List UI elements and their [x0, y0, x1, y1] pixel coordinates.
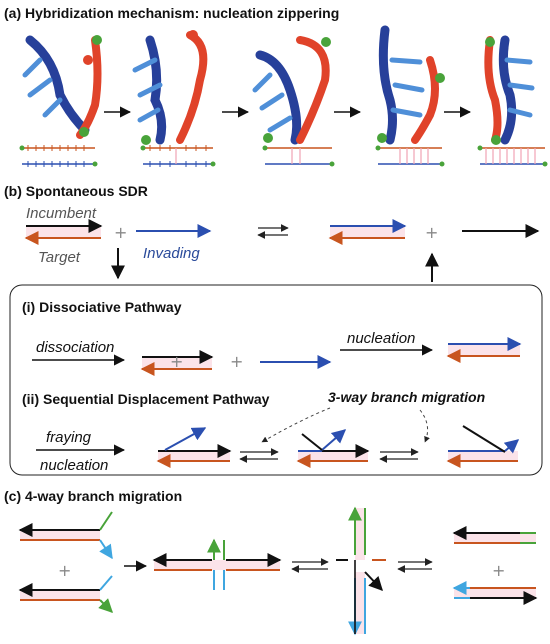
panel-b-title: (b) Spontaneous SDR: [4, 183, 148, 199]
dissociation-label: dissociation: [36, 339, 114, 356]
plus-dissoc: +: [230, 352, 243, 371]
plus-b2: +: [425, 223, 438, 242]
plus-c2: +: [492, 561, 505, 580]
molecule-stage-2: [132, 30, 208, 145]
pathway-ii-title: (ii) Sequential Displacement Pathway: [22, 391, 270, 407]
seq-stage-1: [156, 427, 232, 468]
nucleated-duplex: [446, 337, 522, 363]
branch3-pointer-left: [261, 407, 331, 443]
incumbent-target-duplex: [24, 219, 103, 245]
c-reactant-2: [18, 575, 113, 613]
c-holliday-junction: [336, 506, 386, 636]
dissociated-strands: [140, 350, 214, 376]
product-duplex: [328, 219, 407, 245]
target-label: Target: [38, 249, 81, 266]
nucleation2-label: nucleation: [40, 457, 108, 474]
panel-c-title: (c) 4-way branch migration: [4, 488, 182, 504]
ladder-stage-4: [375, 145, 445, 167]
ladder-stage-2: [140, 145, 216, 167]
molecule-stage-3: [252, 36, 331, 145]
c-reactant-1: [18, 511, 113, 560]
molecule-stage-4: [377, 25, 445, 145]
equilibrium-ii-2: [379, 448, 419, 463]
branch3-pointer-right: [419, 409, 430, 443]
ladder-stage-3: [262, 145, 335, 167]
plus-c1: +: [58, 561, 71, 580]
incumbent-label: Incumbent: [26, 205, 97, 222]
c-product-1: [452, 526, 536, 544]
plus-b1: +: [114, 223, 127, 242]
seq-stage-2: [296, 429, 370, 468]
seq-stage-3: [446, 425, 520, 468]
panel-a-title: (a) Hybridization mechanism: nucleation …: [4, 5, 339, 21]
branch3-label: 3-way branch migration: [328, 389, 485, 405]
pathway-box: [9, 284, 543, 476]
ladder-stage-1: [19, 145, 98, 167]
invading-label: Invading: [143, 245, 200, 262]
ladder-stage-5: [477, 145, 548, 167]
equilibrium-c1: [291, 558, 329, 573]
nucleation-label: nucleation: [347, 330, 415, 347]
molecule-stage-1: [22, 35, 102, 139]
c-nucleated-complex: [152, 538, 282, 590]
equilibrium-c2: [397, 558, 433, 573]
pathway-i-title: (i) Dissociative Pathway: [22, 299, 182, 315]
equilibrium-ii-1: [239, 448, 279, 463]
plus-dissoc-inner: +: [170, 352, 183, 371]
molecule-stage-5: [484, 35, 535, 145]
fraying-label: fraying: [46, 429, 92, 446]
equilibrium-arrows-b: [257, 224, 289, 239]
c-product-2: [452, 581, 538, 605]
